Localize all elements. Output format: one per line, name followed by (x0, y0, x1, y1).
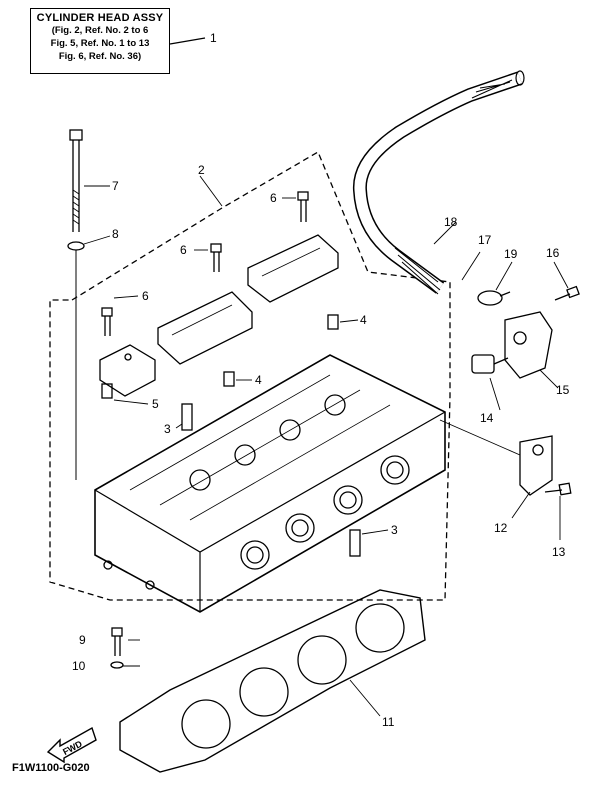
bolt-13 (544, 482, 572, 496)
bolt-9 (111, 627, 123, 656)
bolt-6 (297, 191, 309, 222)
callout-6: 6 (270, 191, 277, 205)
callout-17: 17 (478, 233, 492, 247)
thermostat-cover-15 (504, 311, 553, 379)
callout-18: 18 (444, 215, 458, 229)
hose-clamp-19 (477, 290, 511, 306)
group-dashed-outline (49, 151, 451, 601)
head-gasket (119, 589, 426, 773)
forward-arrow-icon (46, 726, 97, 764)
diagram-code: F1W1100-G020 (12, 762, 90, 774)
callout-3: 3 (391, 523, 398, 537)
bolt-6 (210, 243, 222, 272)
assembly-callout-box: CYLINDER HEAD ASSY (Fig. 2, Ref. No. 2 t… (30, 8, 170, 74)
camshaft-cap-small (99, 344, 156, 397)
washer-10 (110, 661, 124, 669)
callout-8: 8 (112, 227, 119, 241)
cylinder-head (94, 354, 446, 613)
water-hose (352, 70, 525, 295)
callout-4: 4 (360, 313, 367, 327)
leader-line (169, 37, 206, 45)
leader-lines (83, 175, 569, 717)
fwd-label: FWD (61, 738, 84, 757)
callout-13: 13 (552, 545, 566, 559)
callout-7: 7 (112, 179, 119, 193)
callout-9: 9 (79, 633, 86, 647)
callout-12: 12 (494, 521, 508, 535)
callout-2: 2 (198, 163, 205, 177)
thermostat-14 (471, 354, 509, 374)
callout-10: 10 (72, 659, 86, 673)
assembly-ref-line: (Fig. 2, Ref. No. 2 to 6 (51, 25, 149, 36)
washer-8 (67, 241, 85, 251)
assembly-title: CYLINDER HEAD ASSY (36, 12, 164, 24)
assembly-ref-line: Fig. 6, Ref. No. 36) (58, 51, 142, 62)
bracket-12 (519, 435, 553, 496)
callout-15: 15 (556, 383, 570, 397)
callout-5: 5 (152, 397, 159, 411)
callout-6: 6 (142, 289, 149, 303)
bolt-6 (101, 307, 113, 336)
callout-14: 14 (480, 411, 494, 425)
callout-4: 4 (255, 373, 262, 387)
camshaft-cap-right (247, 234, 339, 303)
dowel-pin-5 (101, 383, 113, 399)
guide-pipe-3 (181, 403, 193, 431)
bolt-7 (69, 129, 83, 232)
callout-16: 16 (546, 246, 560, 260)
callout-11: 11 (382, 715, 395, 729)
assembly-ref-line: Fig. 5, Ref. No. 1 to 13 (50, 38, 150, 49)
dowel-pin-4 (327, 314, 339, 330)
dowel-pin-4 (223, 371, 235, 387)
callout-6: 6 (180, 243, 187, 257)
callout-1: 1 (210, 31, 217, 45)
bolt-16 (554, 285, 580, 301)
guide-pipe-3 (349, 529, 361, 557)
camshaft-cap-left (157, 291, 253, 365)
callout-19: 19 (504, 247, 518, 261)
callout-3: 3 (164, 422, 171, 436)
